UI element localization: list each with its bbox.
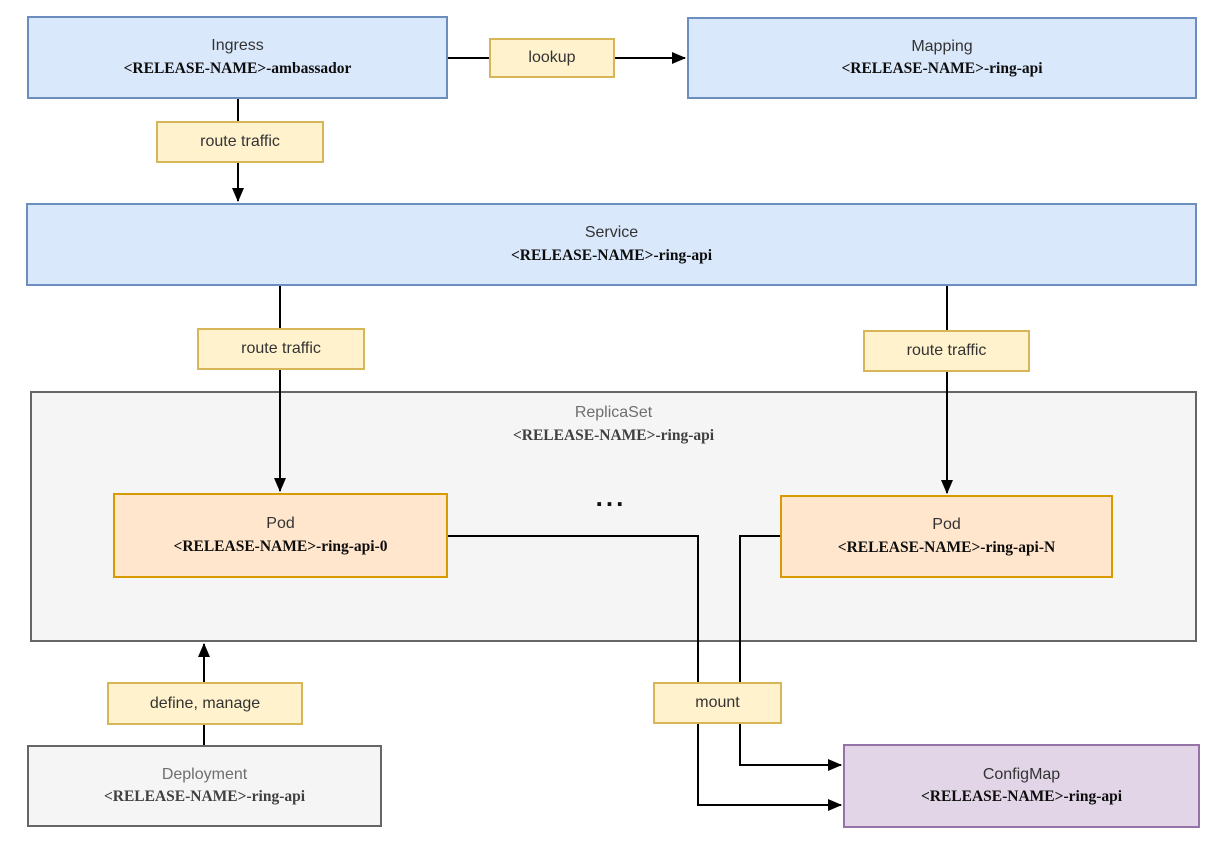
route-traffic-label-ingress: route traffic: [156, 121, 324, 163]
deployment-title: Deployment: [161, 765, 248, 783]
pod-0-subtitle: <RELEASE-NAME>-ring-api-0: [173, 537, 388, 555]
mapping-subtitle: <RELEASE-NAME>-ring-api: [841, 60, 1043, 78]
pods-ellipsis: ...: [595, 482, 627, 512]
replicaset-subtitle: <RELEASE-NAME>-ring-api: [512, 426, 715, 444]
service-subtitle: <RELEASE-NAME>-ring-api: [510, 246, 713, 264]
pod-n-title: Pod: [932, 516, 961, 534]
ingress-title: Ingress: [211, 37, 264, 55]
pod-0-node: Pod <RELEASE-NAME>-ring-api-0: [113, 493, 448, 578]
mount-edge-label: mount: [653, 682, 782, 724]
define-manage-edge-label: define, manage: [107, 682, 303, 725]
service-node: Service <RELEASE-NAME>-ring-api: [26, 203, 1197, 286]
route-traffic-label-podn: route traffic: [863, 330, 1030, 372]
replicaset-title: ReplicaSet: [574, 404, 653, 421]
pod-n-subtitle: <RELEASE-NAME>-ring-api-N: [837, 538, 1056, 556]
configmap-subtitle: <RELEASE-NAME>-ring-api: [920, 788, 1123, 806]
mapping-node: Mapping <RELEASE-NAME>-ring-api: [687, 17, 1197, 99]
edge-podn-configmap: [739, 535, 842, 771]
configmap-title: ConfigMap: [982, 765, 1061, 783]
deployment-node: Deployment <RELEASE-NAME>-ring-api: [27, 745, 382, 827]
service-title: Service: [584, 224, 639, 242]
mapping-title: Mapping: [911, 37, 973, 55]
pod-0-title: Pod: [266, 515, 295, 533]
edge-pod0-configmap: [448, 535, 842, 811]
ingress-subtitle: <RELEASE-NAME>-ambassador: [123, 59, 352, 77]
pod-n-node: Pod <RELEASE-NAME>-ring-api-N: [780, 495, 1113, 578]
deployment-subtitle: <RELEASE-NAME>-ring-api: [103, 788, 306, 806]
route-traffic-label-pod0: route traffic: [197, 328, 365, 370]
ingress-node: Ingress <RELEASE-NAME>-ambassador: [27, 16, 448, 99]
configmap-node: ConfigMap <RELEASE-NAME>-ring-api: [843, 744, 1200, 828]
lookup-edge-label: lookup: [489, 38, 615, 78]
